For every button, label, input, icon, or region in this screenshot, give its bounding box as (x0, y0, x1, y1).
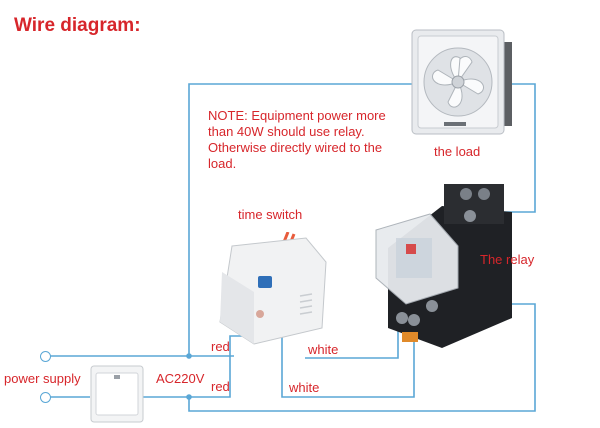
label-voltage: AC220V (156, 371, 205, 386)
wall-switch-icon (90, 365, 144, 423)
label-relay: The relay (480, 252, 535, 267)
relay-icon (375, 184, 512, 348)
label-time-switch: time switch (238, 207, 303, 222)
wire-switch-white (305, 320, 399, 359)
label-white-bottom: white (289, 380, 320, 395)
label-white-top: white (308, 342, 339, 357)
label-red-bottom: red (211, 379, 230, 394)
wire-white-bottom (281, 318, 415, 398)
exhaust-fan-icon (411, 29, 512, 135)
power-terminal-top (40, 351, 51, 362)
label-power-supply: power supply (4, 371, 81, 386)
label-load: the load (434, 144, 481, 159)
wire-feed-fan (188, 83, 417, 356)
label-red-top: red (211, 339, 230, 354)
relay-note: NOTE: Equipment power more than 40W shou… (208, 108, 386, 171)
time-switch-icon (219, 232, 327, 345)
diagram-title: Wire diagram: (14, 15, 141, 36)
power-terminal-bottom (40, 392, 51, 403)
